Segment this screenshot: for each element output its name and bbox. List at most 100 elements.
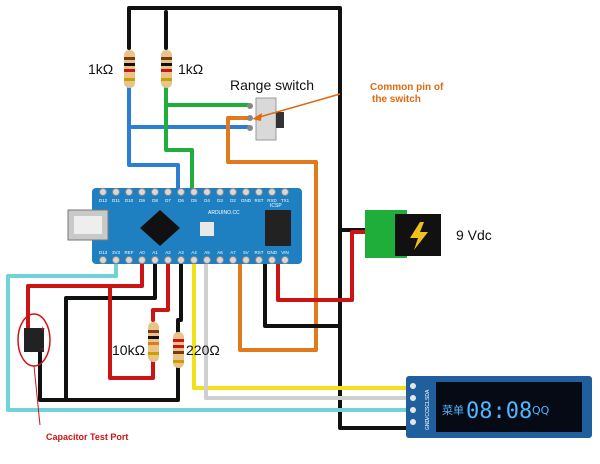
top-pin [281, 188, 289, 196]
label-r1: 1kΩ [88, 61, 113, 77]
bottom-pin-label: GND [267, 250, 278, 255]
top-pin [255, 188, 263, 196]
top-pin-label: D4 [204, 198, 210, 203]
bottom-pin [177, 256, 185, 264]
top-pin [164, 188, 172, 196]
label-plus: + [40, 324, 45, 334]
arduino-icsp-text: ICSP [270, 203, 282, 209]
top-pin-label: D3 [217, 198, 223, 203]
bottom-pin-label: REF [125, 250, 134, 255]
top-pin-label: D2 [230, 198, 236, 203]
top-pin [151, 188, 159, 196]
bottom-pin-label: VIN [281, 250, 289, 255]
wire-green-2 [164, 103, 194, 192]
top-pin [99, 188, 107, 196]
bottom-pin [151, 256, 159, 264]
bottom-pin-label: A1 [152, 250, 158, 255]
wire-black-gnd [263, 260, 342, 328]
wire-red-a0 [26, 260, 144, 332]
wire-cyan [6, 260, 412, 412]
resistor-1k-left [124, 50, 135, 88]
oled-time: 08:08 [466, 399, 532, 424]
bottom-pin [138, 256, 146, 264]
wire-red-a2 [151, 260, 170, 322]
arduino-board-text: ARDUINO.CC [208, 210, 240, 216]
bottom-pin-label: A4 [191, 250, 197, 255]
wire-yellow [192, 260, 412, 390]
label-r3: 10kΩ [112, 342, 145, 358]
wire-red-lower [108, 284, 155, 380]
top-pin-label: RST [255, 198, 264, 203]
oled-display [406, 376, 592, 438]
resistor-10k [148, 322, 159, 362]
bottom-pin-label: A5 [204, 250, 210, 255]
wire-black-a1 [38, 260, 157, 402]
top-pin-label: D11 [112, 198, 120, 203]
arduino-nano [67, 188, 302, 264]
bottom-pin-label: A0 [139, 250, 145, 255]
top-pin [268, 188, 276, 196]
top-pin-label: D6 [178, 198, 184, 203]
bottom-pin-label: A7 [230, 250, 236, 255]
oled-pin-label: SCL [425, 400, 431, 410]
oled-left-text: 菜单 [442, 404, 464, 417]
top-pin-label: GND [241, 198, 252, 203]
top-pin [216, 188, 224, 196]
top-pin-label: RXD [267, 198, 277, 203]
top-pin-label: TX1 [281, 198, 290, 203]
dc-jack [365, 210, 441, 258]
bottom-pin [190, 256, 198, 264]
bottom-pin [216, 256, 224, 264]
top-pin [177, 188, 185, 196]
bottom-pin [99, 256, 107, 264]
bottom-pin [229, 256, 237, 264]
bottom-pin [125, 256, 133, 264]
oled-pin-label: GND [425, 419, 431, 431]
label-range-switch: Range switch [230, 77, 314, 93]
top-pin [203, 188, 211, 196]
common-pin-arrow [255, 93, 341, 119]
bottom-pin-label: A6 [217, 250, 223, 255]
wire-black-a3 [176, 260, 183, 334]
wire-red-vin [276, 230, 367, 302]
top-pin [125, 188, 133, 196]
label-common-pin-1: Common pin of [370, 82, 444, 93]
bottom-pin [203, 256, 211, 264]
wire-black-top [127, 6, 412, 430]
bottom-pin [112, 256, 120, 264]
bottom-pin-label: 5V [243, 250, 249, 255]
bottom-pin [255, 256, 263, 264]
oled-pin-label: VCC [425, 409, 431, 420]
top-pin-label: D8 [152, 198, 158, 203]
label-cap-port: Capacitor Test Port [46, 432, 128, 442]
label-r2: 1kΩ [178, 61, 203, 77]
top-pin [138, 188, 146, 196]
oled-pin-label: SDA [425, 389, 431, 400]
bottom-pin [281, 256, 289, 264]
label-supply: 9 Vdc [456, 227, 492, 243]
wire-black-a3-low [64, 366, 180, 402]
bottom-pin [268, 256, 276, 264]
cap-port-pointer [33, 365, 41, 426]
top-pin-label: D7 [165, 198, 171, 203]
wire-white [204, 260, 412, 400]
top-pin [242, 188, 250, 196]
capacitor-port [17, 313, 51, 367]
top-pin [190, 188, 198, 196]
resistor-220 [173, 332, 184, 368]
top-pin-label: D10 [125, 198, 134, 203]
oled-right-text: QQ [532, 404, 550, 417]
label-minus: - [41, 344, 44, 355]
bottom-pin [242, 256, 250, 264]
bottom-pin-label: A3 [178, 250, 184, 255]
top-pin-label: D5 [191, 198, 197, 203]
bottom-pin [164, 256, 172, 264]
wire-orange [226, 116, 318, 352]
resistor-1k-right [161, 50, 172, 88]
bottom-pin-label: A2 [165, 250, 171, 255]
label-common-pin-2: the switch [372, 94, 421, 105]
